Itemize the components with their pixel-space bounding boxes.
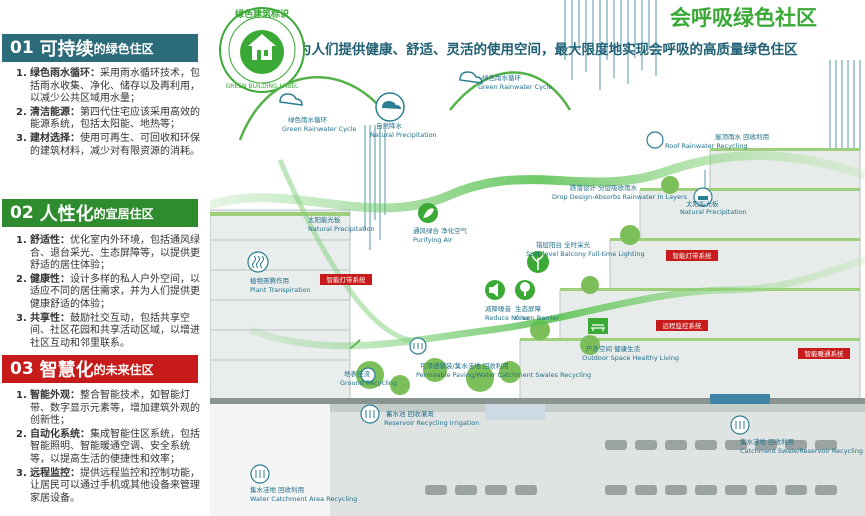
section-suffix: 的未来住区 xyxy=(93,362,154,377)
callout-cn: 绿色雨水循环 xyxy=(288,115,328,124)
water-drop-icon xyxy=(250,464,270,484)
list-item: 2.自动化系统：集成智能住区系统，包括智能照明、智能暖通空调、安全系统等，以提高… xyxy=(16,428,200,465)
breathing-air-flow xyxy=(210,151,865,213)
community-section-diagram: 绿色建筑标识 GREEN BUILDING LABEL xyxy=(210,0,865,516)
badge-top-text: 绿色建筑标识 xyxy=(235,8,289,20)
green-building-label-badge: 绿色建筑标识 GREEN BUILDING LABEL xyxy=(219,7,305,93)
section-suffix: 的宜居住区 xyxy=(93,206,154,221)
section-number: 01 xyxy=(10,38,34,58)
sun-icon xyxy=(693,187,713,207)
water-drop-icon xyxy=(409,337,427,355)
badge-bottom-text: GREEN BUILDING LABEL xyxy=(226,83,299,90)
callout-en: Green Rainwater Cycle xyxy=(478,83,552,91)
section-list-smart: 1.智能外观：整合智能技术，如智能灯带、数字显示元素等，增加建筑外观的创新性； … xyxy=(16,390,202,506)
callout-en: Natural Precipitation xyxy=(308,225,375,233)
tag-remote-monitor: 远程监控系统 xyxy=(663,321,703,330)
tag-smart-light: 智能灯带系统 xyxy=(327,275,367,284)
water-drop-icon xyxy=(730,415,750,435)
callout-cn: 蓄水池 回收灌溉 xyxy=(386,409,434,418)
callout-cn: 植物蒸腾作用 xyxy=(250,276,289,285)
left-panel: 01 可持续 的绿色住区 1.绿色雨水循环：采用雨水循环技术，包括雨水收集、净化… xyxy=(0,0,210,516)
list-item: 3.共享性：鼓励社交互动，包括共享空间、社区花园和共享活动区域，以增进社区互动和… xyxy=(16,312,200,349)
callout-en: Reservoir Recycling Irrigation xyxy=(384,419,479,427)
callout-cn: 绿色雨水循环 xyxy=(482,73,522,82)
section-number: 02 xyxy=(10,203,34,223)
callout-en: Ground Recycling xyxy=(340,379,397,387)
list-item: 2.健康性：设计多样的私人户外空间，以适应不同的居住需求，并为人们提供更健康舒适… xyxy=(16,273,200,310)
tag-smart-light: 智能灯带系统 xyxy=(673,251,713,260)
callout-cn: 自然降水 xyxy=(376,121,403,130)
rain-streaks xyxy=(364,0,861,250)
section-suffix: 的绿色住区 xyxy=(93,41,154,56)
list-item: 3.建材选择：使用可再生、可回收和环保的建筑材料，减少对有限资源的消耗。 xyxy=(16,132,200,157)
trees xyxy=(356,176,679,395)
callout-cn: 跌落设计 分层吸收雨水 xyxy=(570,183,638,192)
callout-cn: 太阳能光板 xyxy=(686,199,719,208)
list-item: 1.舒适性：优化室内外环境，包括通风绿合、退台采光、生态屏障等，以提供更舒适的居… xyxy=(16,235,200,272)
callout-cn: 集水洼地 回收利用 xyxy=(740,437,794,446)
leaf-icon xyxy=(418,203,438,223)
page-subtitle: 为人们提供健康、舒适、灵活的使用空间，最大限度地实现会呼吸的高质量绿色住区 xyxy=(298,42,798,58)
callout-en: Green Barrier xyxy=(515,314,559,322)
callout-cn: 生态屏障 xyxy=(515,304,542,313)
callout-en: Purifying Air xyxy=(413,236,453,244)
callout-en: Roof Rainwater Recycling xyxy=(665,142,747,150)
rain-cycle-arc xyxy=(238,71,572,141)
callout-en: Drop Design-Absorbs Rainwater In Layers xyxy=(552,193,688,201)
section-number: 03 xyxy=(10,359,34,379)
section-header-sustainable: 01 可持续 的绿色住区 xyxy=(2,34,198,62)
list-item: 3.远程监控：提供远程监控和控制功能，让居民可以通过手机或其他设备来管理家居设备… xyxy=(16,467,200,504)
section-list-sustainable: 1.绿色雨水循环：采用雨水循环技术，包括雨水收集、净化、储存以及再利用，以减少公… xyxy=(16,68,202,159)
callout-en: Split-level Balcony Full-time Lighting xyxy=(526,250,645,258)
callout-cn: 错层阳台 全时采光 xyxy=(536,240,591,249)
section-header-smart: 03 智慧化 的未来住区 xyxy=(2,355,198,383)
callout-en: Reduce Noise xyxy=(485,314,529,322)
list-item: 2.清洁能源：第四代住宅应该采用高效的能源系统，包括太阳能、地热等； xyxy=(16,106,200,131)
ground-air-flow xyxy=(248,256,865,350)
section-highlight: 智慧化 xyxy=(39,360,94,381)
callout-cn: 集水洼地 回收利用 xyxy=(250,485,304,494)
callout-en: Natural Precipitation xyxy=(370,131,437,139)
callout-cn: 户外空间 健康生活 xyxy=(586,344,641,353)
section-highlight: 人性化 xyxy=(39,204,94,225)
plant-icon xyxy=(527,251,549,273)
list-item: 1.绿色雨水循环：采用雨水循环技术，包括雨水收集、净化、储存以及再利用，以减少公… xyxy=(16,68,200,105)
callout-cn: 地表径流 xyxy=(344,369,371,378)
page-title: 会呼吸绿色社区 xyxy=(670,6,817,30)
callout-cn: 屋顶雨水 回收利用 xyxy=(715,132,769,141)
tree-icon xyxy=(515,280,535,300)
callout-cn: 太阳能光板 xyxy=(308,215,341,224)
callout-en: Green Rainwater Cycle xyxy=(282,125,356,133)
callout-cn: 减降噪音 xyxy=(485,304,512,313)
callout-en: Natural Precipitation xyxy=(680,208,747,216)
list-item: 1.智能外观：整合智能技术，如智能灯带、数字显示元素等，增加建筑外观的创新性； xyxy=(16,390,200,427)
section-highlight: 可持续 xyxy=(39,39,94,60)
water-drop-icon xyxy=(360,404,380,424)
callout-labels: 绿色雨水循环 Green Rainwater Cycle 自然降水 Natura… xyxy=(250,73,863,503)
sound-icon xyxy=(485,280,505,300)
cloud-icon xyxy=(279,93,303,106)
callout-en: Plant Transpiration xyxy=(250,286,311,294)
tag-smart-hvac: 智能暖通系统 xyxy=(805,349,845,358)
callout-en: Permeable Paving/Water Catchment Swales … xyxy=(416,371,591,379)
callout-en: Outdoor Space Healthy Living xyxy=(582,354,679,362)
heat-wave-icon xyxy=(247,251,269,273)
red-system-tags: 智能灯带系统 智能灯带系统 远程监控系统 智能暖通系统 xyxy=(320,250,850,359)
section-list-humanized: 1.舒适性：优化室内外环境，包括通风绿合、退台采光、生态屏障等，以提供更舒适的居… xyxy=(16,235,202,351)
water-drop-icon xyxy=(360,367,376,383)
left-building xyxy=(210,209,351,401)
vertical-air-flow xyxy=(277,159,411,343)
callout-en: Water Catchment Area Recycling xyxy=(250,495,357,503)
cloud-icon xyxy=(459,71,483,84)
basement xyxy=(210,394,865,516)
callout-cn: 可渗透铺装/集水洼地 回收利用 xyxy=(420,361,509,370)
water-drop-icon xyxy=(646,131,664,149)
parked-cars xyxy=(425,440,837,495)
rain-cloud-icon xyxy=(375,92,405,122)
callout-en: Catchment Swale/Reservoir Recycling xyxy=(740,447,863,455)
section-header-humanized: 02 人性化 的宜居住区 xyxy=(2,199,198,227)
callout-cn: 通风绿合 净化空气 xyxy=(413,226,468,235)
bench-icon xyxy=(588,318,608,334)
